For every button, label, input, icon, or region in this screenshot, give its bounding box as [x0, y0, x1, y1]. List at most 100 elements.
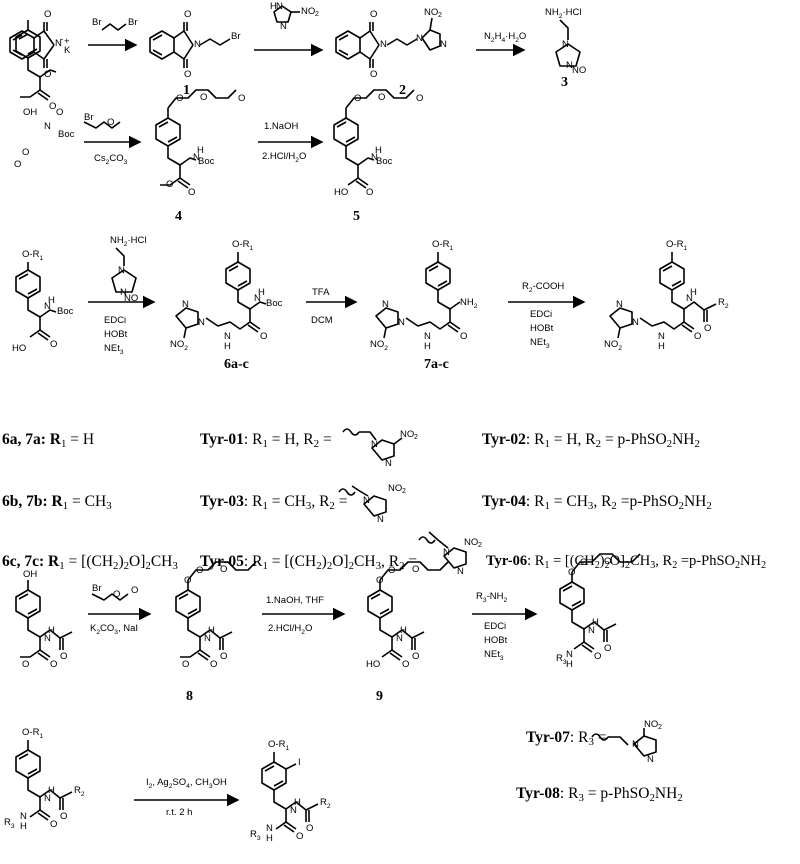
reagent-tfa: TFA — [312, 287, 330, 298]
atom-label: OH — [23, 107, 38, 118]
atom-label: N — [44, 301, 51, 312]
atom-label: N — [118, 265, 125, 276]
r2-nitroimidazole-tyr03 — [338, 485, 387, 517]
atom-label: H — [258, 287, 265, 298]
atom-label: I — [298, 757, 301, 768]
atom-label: OH — [23, 569, 38, 580]
atom-label: NO — [124, 293, 139, 304]
atom-label: H — [20, 821, 27, 832]
atom-label: R3 — [4, 817, 15, 830]
atom-label: 2 — [658, 724, 662, 731]
atom-label: O — [594, 651, 602, 662]
atom-label: NO2 — [170, 339, 188, 352]
atom-label: N — [647, 754, 654, 765]
atom-label: O — [366, 187, 374, 198]
atom-label: NO — [388, 483, 403, 494]
atom-label: O — [113, 589, 121, 600]
ac-ether-ester-8-structure — [175, 561, 257, 661]
atom-label: N — [377, 514, 384, 525]
atom-label: O — [580, 557, 588, 568]
atom-label: R2 — [718, 297, 729, 310]
reagent-k2co3-nai: K2CO3, NaI — [90, 623, 139, 636]
atom-label: O — [604, 643, 612, 654]
atom-label: O — [694, 331, 702, 342]
atom-label: N — [44, 633, 51, 644]
compound-tyr-generic-structure — [609, 252, 717, 339]
atom-label: N — [380, 39, 387, 50]
compound-number-2: 2 — [399, 83, 406, 98]
definition-tyr-06: Tyr-06: R1 = [(CH2)2O]2CH3, R2 =p-PhSO2N… — [486, 553, 767, 571]
atom-label: O — [296, 831, 304, 842]
ac-tyrosine-methyl-ester-structure — [15, 580, 73, 661]
atom-label: O — [184, 9, 192, 20]
atom-label: H — [690, 287, 697, 298]
atom-label: O — [44, 9, 52, 20]
atom-label: 2 — [414, 434, 418, 441]
atom-label: N — [398, 317, 405, 328]
atom-label: N — [566, 649, 573, 660]
definition-6a-7a: 6a, 7a: R1 = H — [2, 431, 95, 450]
atom-label: H — [294, 797, 301, 808]
atom-label: O-R1 — [22, 249, 44, 262]
amine-hcl-label: NH2·HCl — [545, 7, 582, 20]
atom-label: O — [220, 564, 228, 575]
atom-label: N — [266, 823, 273, 834]
atom-label: H — [566, 659, 573, 670]
definition-tyr-02: Tyr-02: R1 = H, R2 = p-PhSO2NH2 — [482, 431, 700, 450]
compound-number-6a-c: 6a-c — [224, 357, 249, 372]
atom-label: R2 — [74, 785, 85, 798]
atom-label: H — [424, 341, 431, 352]
atom-label: O — [166, 179, 174, 190]
reagent-iodination: I2, Ag2SO4, CH3OH — [146, 777, 227, 790]
reagent-edci-2: EDCi — [530, 309, 553, 320]
atom-label: Boc — [198, 156, 215, 167]
atom-label: Boc — [266, 298, 283, 309]
reagent-r3-nh2: R3-NH2 — [476, 591, 508, 604]
atom-label: N — [616, 299, 623, 310]
atom-label: N — [396, 633, 403, 644]
reagent-edci: EDCi — [104, 315, 127, 326]
reagent-hcl-water-2: 2.HCl/H2O — [268, 623, 313, 636]
atom-label: HO — [12, 343, 27, 354]
atom-label: O-R1 — [22, 727, 44, 740]
atom-label: O — [568, 567, 576, 578]
atom-label: O — [196, 565, 204, 576]
atom-label: - — [60, 34, 64, 45]
atom-label: NO — [400, 429, 415, 440]
atom-label: N — [198, 317, 205, 328]
atom-label: N — [363, 495, 370, 506]
atom-label: O — [22, 147, 30, 158]
atom-label: H — [375, 145, 382, 156]
atom-label: K — [64, 45, 71, 56]
atom-label: NO2 — [370, 339, 388, 352]
atom-label: O — [184, 69, 192, 80]
atom-label: O — [176, 93, 184, 104]
atom-label: O — [370, 69, 378, 80]
atom-label: O — [306, 823, 314, 834]
atom-label: O — [60, 811, 68, 822]
atom-label: N — [20, 811, 27, 822]
reagent-rt-time: r.t. 2 h — [166, 807, 193, 818]
boc-tyrosine-methyl-ester-structure — [15, 20, 57, 101]
reagent-hobt-2: HOBt — [530, 323, 554, 334]
atom-label: N — [44, 121, 51, 132]
atom-label: O — [260, 331, 268, 342]
atom-label: O — [604, 556, 612, 567]
atom-label: N — [55, 38, 62, 49]
reagent-hobt: HOBt — [104, 329, 128, 340]
atom-label: + — [64, 36, 70, 47]
atom-label: O — [44, 69, 52, 80]
definition-tyr-01: Tyr-01: R1 = H, R2 = — [200, 431, 332, 450]
reagent-naoh-thf: 1.NaOH, THF — [266, 595, 324, 606]
atom-label: O — [704, 323, 712, 334]
atom-label: H — [266, 833, 273, 844]
ether-boc-tyrosine-acid-5-structure — [333, 89, 415, 189]
atom-label: N — [280, 21, 287, 32]
atom-label: N — [566, 60, 573, 71]
atom-label: N — [290, 805, 297, 816]
compound-6a-c-structure — [175, 252, 267, 339]
atom-label: O — [50, 659, 58, 670]
atom-label: O — [412, 564, 420, 575]
reagent-hcl-water: 2.HCl/H2O — [262, 151, 307, 164]
compound-7a-c-structure — [375, 252, 461, 339]
